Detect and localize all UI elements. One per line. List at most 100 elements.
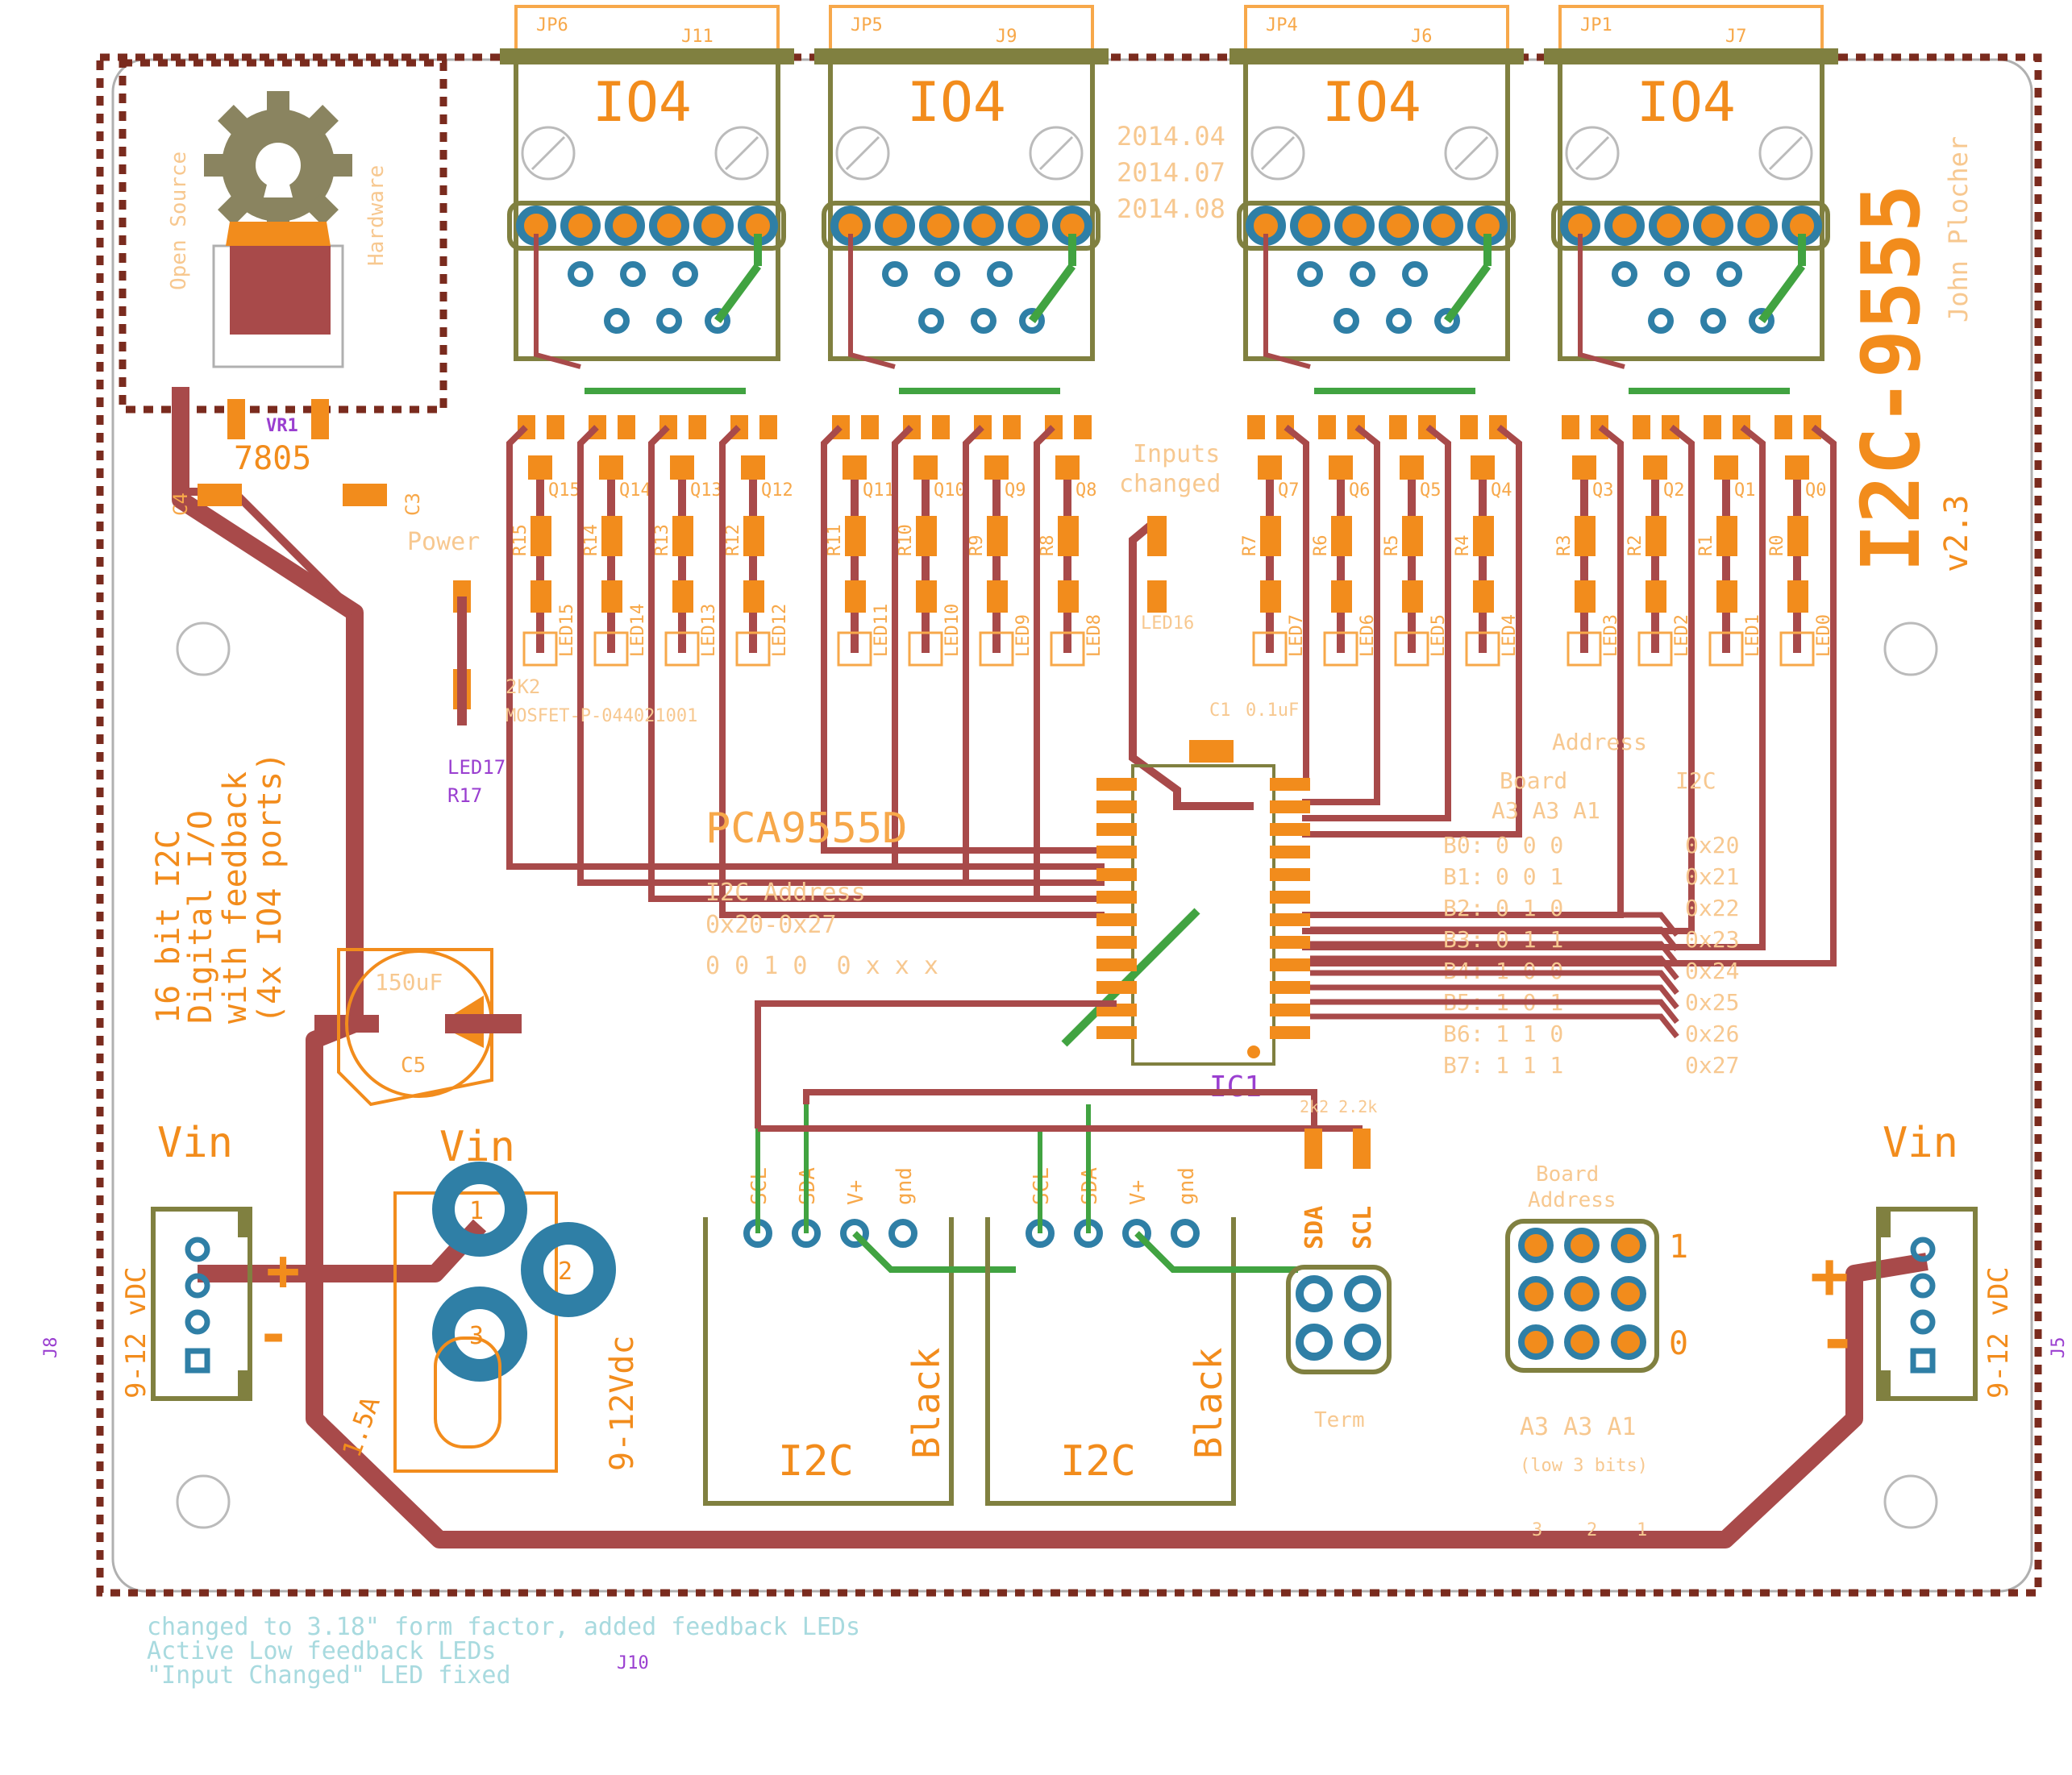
desc-2: Digital I/O: [182, 810, 219, 1024]
jumper-one: 1: [1669, 1228, 1688, 1266]
led-label: LED11: [872, 604, 892, 657]
fet-label: Q11: [863, 480, 895, 501]
order-bit-3: 3: [1532, 1520, 1542, 1540]
fet-label: Q4: [1491, 480, 1512, 501]
vin-right-ref: J5: [2049, 1337, 2069, 1359]
i2c-port-color: Black: [1187, 1348, 1230, 1459]
i2c-port-color: Black: [905, 1348, 948, 1459]
led-label: LED14: [628, 604, 648, 657]
i2c-pin-label: gnd: [892, 1167, 917, 1205]
housing-body: [1558, 58, 1824, 361]
j-label: J9: [996, 27, 1017, 47]
pin-pad: [1604, 206, 1645, 246]
resistor-label: R10: [896, 524, 916, 556]
address-row-bits: 1 1 0: [1496, 1021, 1563, 1047]
pin-pad: [1290, 206, 1330, 246]
barrel-pin2: 2: [558, 1257, 572, 1286]
mounting-hole: [176, 621, 231, 676]
ic-addr-bits: 0 0 1 0 0 x x x: [705, 952, 938, 980]
desc-4: (4x IO4 ports): [252, 752, 289, 1024]
resistor-label: R3: [1554, 535, 1575, 557]
fuse-rating: 1.5A: [336, 1392, 386, 1461]
jumper-title-2: Address: [1528, 1188, 1616, 1212]
led-label: LED10: [942, 604, 963, 657]
ic-body: [1131, 764, 1275, 1066]
vin-left-ref: J8: [41, 1337, 61, 1359]
barrel-pin1: 1: [469, 1197, 484, 1225]
ic-pin: [1270, 778, 1310, 791]
j-label: J11: [681, 27, 714, 47]
term-res-value: 2k2 2.2k: [1300, 1097, 1377, 1116]
vin-right-plus: +: [1810, 1238, 1849, 1313]
jp-label: JP6: [536, 15, 568, 35]
via: [1434, 308, 1460, 334]
io4-connector: JP5J9IO4Q11R11LED11Q10R10LED10Q9R9LED9Q8…: [814, 5, 1109, 902]
inputs-changed-label2: changed: [1119, 470, 1221, 498]
address-row-bits: 0 0 1: [1496, 863, 1563, 890]
vin-right-minus: -: [1818, 1303, 1857, 1378]
resistor-label: R11: [825, 524, 845, 556]
io4-connector: JP6J11IO4Q15R15LED15Q14R14LED14Q13R13LED…: [500, 5, 1105, 918]
barrel-jack: Vin 1 2 3 9-12Vdc 1.5A: [336, 1123, 641, 1473]
desc-1: 16 bit I2C: [150, 829, 187, 1024]
barrel-pin3: 3: [469, 1322, 484, 1350]
i2c-terminator: 2k2 2.2k SDA SCL Term: [1286, 1097, 1392, 1432]
ic-pin: [1270, 846, 1310, 858]
fet-label: Q13: [690, 480, 722, 501]
i2c-port-label: I2C: [1060, 1437, 1136, 1486]
ic-part: PCA9555D: [705, 804, 907, 853]
c1-body: [1189, 740, 1234, 763]
address-row-hex: 0x21: [1685, 863, 1739, 890]
note-1: changed to 3.18" form factor, added feed…: [147, 1613, 860, 1641]
power-led-area: Power 2K2 MOSFET-P-044021001 LED17 R17: [407, 528, 697, 807]
i2c-pin-label: V+: [1126, 1180, 1150, 1205]
screw-hole: [714, 126, 769, 181]
via: [1700, 308, 1726, 334]
cap-c3: [343, 484, 387, 506]
i2c-pin-label: gnd: [1175, 1167, 1199, 1205]
pin-row: [1237, 201, 1516, 251]
via: [1333, 308, 1359, 334]
date-1: 2014.04: [1117, 121, 1225, 152]
c5-ref: C5: [401, 1054, 426, 1078]
resistor-label: R9: [967, 535, 987, 557]
order-bit-1: 1: [1637, 1520, 1647, 1540]
ic-pin: [1096, 958, 1137, 971]
i2c-pin-label: V+: [844, 1180, 868, 1205]
fet-label: Q14: [619, 480, 651, 501]
address-row-hex: 0x25: [1685, 989, 1739, 1016]
ic-pin: [1096, 913, 1137, 926]
jumper-sub: (low 3 bits): [1520, 1456, 1648, 1476]
resistor-label: R15: [510, 524, 530, 556]
date-2: 2014.07: [1117, 157, 1225, 188]
ic-pin: [1096, 1026, 1137, 1039]
resistor-label: R4: [1453, 535, 1473, 557]
j10-ref: J10: [617, 1653, 649, 1673]
board-version: v2.3: [1938, 495, 1975, 572]
fet-label: Q5: [1420, 480, 1442, 501]
screw-hole: [1758, 126, 1813, 181]
via: [705, 308, 730, 334]
i2c-port: I2CBlackSCLSDAV+gnd: [985, 1104, 1298, 1506]
led-label: LED13: [699, 604, 719, 657]
fet-label: Q10: [934, 480, 966, 501]
pin-pad: [693, 206, 734, 246]
led-label: LED8: [1084, 614, 1105, 657]
ic-addr-range: 0x20-0x27: [705, 911, 837, 939]
j-label: J7: [1725, 27, 1747, 47]
board-dimension-frame: [96, 53, 2042, 1597]
led-label: LED15: [557, 604, 577, 657]
ic-pin: [1270, 981, 1310, 994]
via: [568, 261, 593, 287]
regulator-tab: [226, 222, 331, 246]
address-row-hex: 0x24: [1685, 958, 1739, 984]
ic-pin: [1096, 846, 1137, 858]
c1-value: 0.1uF: [1246, 700, 1299, 721]
j-label: J6: [1411, 27, 1433, 47]
fet-label: Q3: [1592, 480, 1614, 501]
resistor-label: R12: [723, 524, 743, 556]
io4-label: IO4: [1322, 71, 1421, 135]
fet-label: Q9: [1005, 480, 1026, 501]
resistor-label: R7: [1240, 535, 1260, 557]
